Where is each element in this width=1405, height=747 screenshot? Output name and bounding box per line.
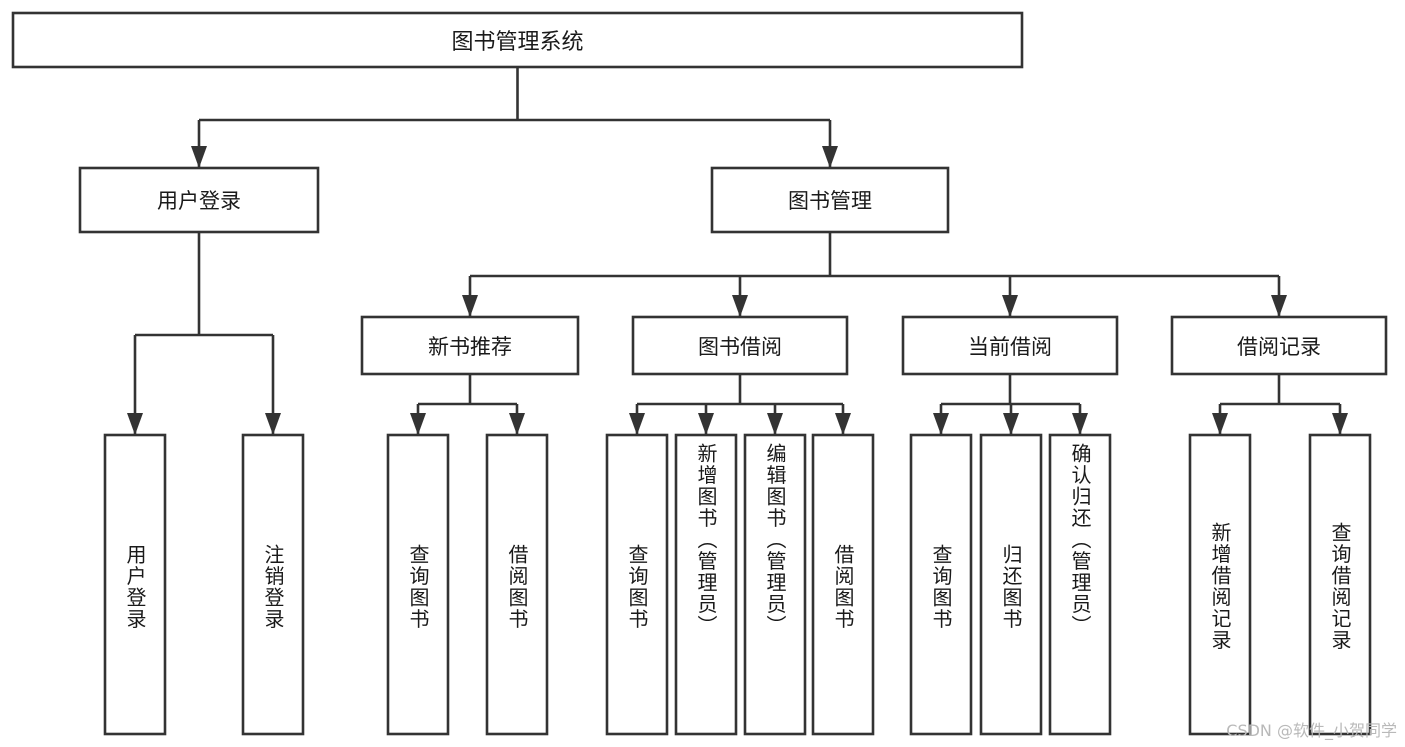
connector-arrowhead bbox=[822, 146, 838, 168]
edges-layer bbox=[127, 67, 1348, 435]
node-leaf-0[interactable] bbox=[103, 433, 167, 736]
connector-arrowhead bbox=[1002, 295, 1018, 317]
connector-arrowhead bbox=[1072, 413, 1088, 435]
node-leaf-11[interactable] bbox=[1188, 433, 1252, 736]
node-l2-3[interactable] bbox=[1170, 315, 1388, 376]
connector-arrowhead bbox=[410, 413, 426, 435]
connector-arrowhead bbox=[835, 413, 851, 435]
connector-arrowhead bbox=[767, 413, 783, 435]
connector-arrowhead bbox=[1003, 413, 1019, 435]
node-l1-0[interactable] bbox=[78, 166, 320, 234]
node-leaf-2[interactable] bbox=[386, 433, 450, 736]
node-leaf-6[interactable] bbox=[743, 433, 807, 736]
node-leaf-10[interactable] bbox=[1048, 433, 1112, 736]
node-leaf-1[interactable] bbox=[241, 433, 305, 736]
connector-arrowhead bbox=[629, 413, 645, 435]
connector-arrowhead bbox=[509, 413, 525, 435]
node-leaf-3[interactable] bbox=[485, 433, 549, 736]
node-leaf-5[interactable] bbox=[674, 433, 738, 736]
connector-arrowhead bbox=[191, 146, 207, 168]
node-l1-1[interactable] bbox=[710, 166, 950, 234]
connector-arrowhead bbox=[1212, 413, 1228, 435]
connector-arrowhead bbox=[1271, 295, 1287, 317]
connector-arrowhead bbox=[265, 413, 281, 435]
boxes-layer bbox=[11, 11, 1388, 736]
connector-arrowhead bbox=[462, 295, 478, 317]
node-l2-2[interactable] bbox=[901, 315, 1119, 376]
node-l2-0[interactable] bbox=[360, 315, 580, 376]
connector-arrowhead bbox=[698, 413, 714, 435]
node-leaf-7[interactable] bbox=[811, 433, 875, 736]
node-root-图书管理系统[interactable] bbox=[11, 11, 1024, 69]
connector-arrowhead bbox=[933, 413, 949, 435]
connector-arrowhead bbox=[1332, 413, 1348, 435]
connector-arrowhead bbox=[127, 413, 143, 435]
node-leaf-4[interactable] bbox=[605, 433, 669, 736]
node-l2-1[interactable] bbox=[631, 315, 849, 376]
connector-arrowhead bbox=[732, 295, 748, 317]
node-leaf-9[interactable] bbox=[979, 433, 1043, 736]
node-leaf-8[interactable] bbox=[909, 433, 973, 736]
node-leaf-12[interactable] bbox=[1308, 433, 1372, 736]
